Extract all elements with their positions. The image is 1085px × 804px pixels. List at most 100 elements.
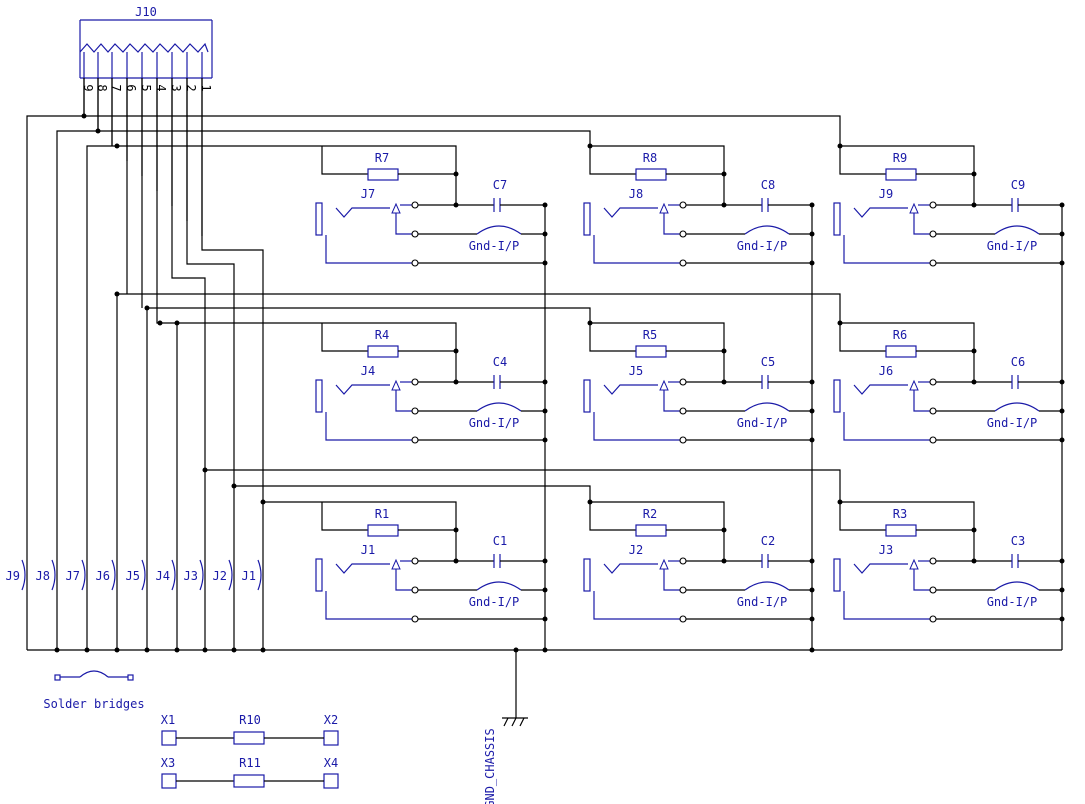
solder-bridge	[171, 559, 176, 591]
junction-dot	[809, 587, 815, 593]
r-loop	[589, 323, 636, 352]
r-loop	[840, 322, 975, 382]
bridge-label: J1	[242, 569, 256, 583]
capacitor-label: C8	[761, 178, 775, 192]
gnd-bridge	[476, 581, 522, 591]
junction-dot	[542, 558, 548, 564]
jack-label: J5	[629, 364, 643, 378]
r-loop	[321, 502, 368, 531]
jack-switch	[913, 390, 932, 412]
jack-arrow	[909, 379, 919, 391]
solder-bridge	[21, 559, 26, 591]
pin-number: 8	[95, 84, 109, 91]
resistor-label: R5	[643, 328, 657, 342]
pin-number: 6	[124, 84, 138, 91]
junction-dot	[84, 647, 90, 653]
jack-sleeve	[593, 412, 682, 441]
jack-contact	[411, 378, 419, 386]
terminal-pad	[161, 730, 177, 746]
solder-bridge	[51, 559, 56, 591]
jack-contact	[679, 615, 687, 623]
solder-bridge	[199, 559, 204, 591]
gnd-label: Gnd-I/P	[987, 595, 1038, 609]
junction-dot	[453, 348, 459, 354]
gnd-label: Gnd-I/P	[737, 416, 788, 430]
junction-dot	[971, 348, 977, 354]
junction-dot	[260, 647, 266, 653]
junction-dot	[1059, 616, 1065, 622]
resistor-label: R6	[893, 328, 907, 342]
junction-dot	[542, 616, 548, 622]
bridge-label: J6	[96, 569, 110, 583]
trace-j5	[146, 307, 591, 650]
junction-dot	[809, 231, 815, 237]
bridge-label: J5	[126, 569, 140, 583]
resistor	[635, 168, 667, 181]
trace-j2	[233, 485, 591, 650]
junction-dot	[542, 587, 548, 593]
terminal-pad	[161, 773, 177, 789]
capacitor-label: C9	[1011, 178, 1025, 192]
jack-body	[315, 379, 323, 413]
junction-dot	[1059, 260, 1065, 266]
capacitor-label: C7	[493, 178, 507, 192]
jack-body	[315, 202, 323, 236]
jack-arrow	[391, 379, 401, 391]
jack-contact	[411, 436, 419, 444]
trace-j8	[56, 130, 591, 650]
junction-dot	[144, 305, 150, 311]
jack-switch	[395, 390, 414, 412]
jack-body	[833, 379, 841, 413]
resistor	[233, 731, 265, 745]
jack-arrow	[391, 202, 401, 214]
resistor-label: R10	[239, 713, 261, 727]
chassis-symbol	[503, 717, 509, 727]
jack-label: J2	[629, 543, 643, 557]
resistor	[367, 524, 399, 537]
terminal-pad	[323, 773, 339, 789]
junction-dot	[1059, 437, 1065, 443]
solder-bridges-label: Solder bridges	[43, 697, 144, 711]
junction-dot	[114, 143, 120, 149]
jack-label: J8	[629, 187, 643, 201]
solder-bridge	[228, 559, 233, 591]
resistor-label: R7	[375, 151, 389, 165]
junction-dot	[809, 558, 815, 564]
junction-dot	[114, 647, 120, 653]
jack-tip	[853, 207, 908, 218]
connector-label: J10	[135, 5, 157, 19]
gnd-bridge	[744, 402, 790, 412]
r-loop	[840, 145, 975, 205]
r-loop	[322, 145, 457, 205]
jack-sleeve	[593, 235, 682, 264]
jack-contact	[679, 259, 687, 267]
bridge-label: J9	[6, 569, 20, 583]
jack-contact	[679, 557, 687, 565]
jack-tip	[603, 563, 658, 574]
pin-number: 7	[109, 84, 123, 91]
resistor-label: R1	[375, 507, 389, 521]
jack-tip	[853, 384, 908, 395]
bridge-label: J7	[66, 569, 80, 583]
junction-dot	[809, 202, 815, 208]
jack-contact	[929, 615, 937, 623]
jack-switch	[663, 569, 682, 591]
jack-sleeve	[843, 591, 932, 620]
jack-contact	[929, 407, 937, 415]
terminal-label: X2	[324, 713, 338, 727]
jack-contact	[411, 586, 419, 594]
pin-trace	[186, 78, 235, 486]
jack-contact	[679, 586, 687, 594]
jack-contact	[929, 378, 937, 386]
pin-number: 5	[139, 84, 153, 91]
jack-sleeve	[593, 591, 682, 620]
jack-contact	[411, 407, 419, 415]
r-loop	[322, 501, 457, 561]
resistor-label: R4	[375, 328, 389, 342]
r-loop	[839, 146, 886, 175]
junction-dot	[453, 171, 459, 177]
r-loop	[840, 501, 975, 561]
jack-sleeve	[325, 235, 414, 264]
junction-dot	[174, 647, 180, 653]
